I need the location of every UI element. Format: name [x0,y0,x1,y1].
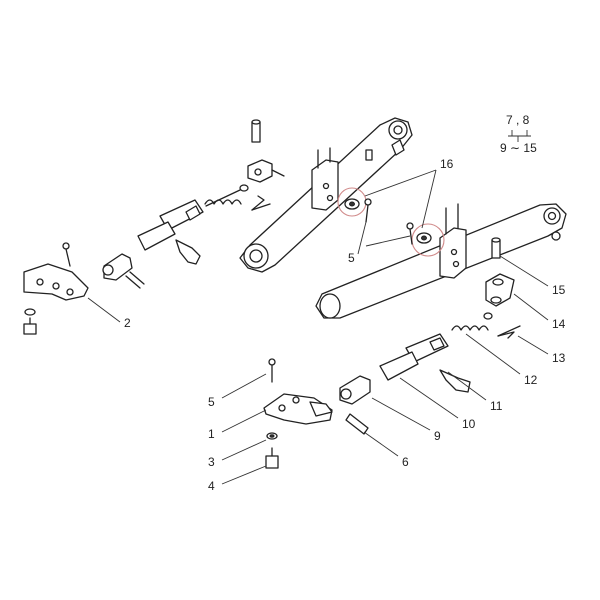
callout-numbers: 2 16 5 15 14 13 12 11 10 9 6 5 1 3 4 [124,157,566,493]
right-turnbuckle-handle [439,369,471,393]
callout-10: 10 [462,417,476,431]
top-pin [251,119,261,143]
group-legend-bottom: 9 ∼ 15 [500,141,537,155]
callout-5-lower: 5 [208,395,215,409]
callout-11: 11 [490,399,503,413]
left-yoke [102,253,145,289]
left-bolt [23,317,37,335]
left-washer [24,308,36,316]
top-clevis [247,159,285,183]
right-turnbuckle-spring [451,312,493,331]
right-clevis [485,273,515,307]
left-turnbuckle-sleeve [137,199,204,251]
callout-12: 12 [524,373,538,387]
lower-washer [266,432,278,440]
leader-lines [87,169,549,485]
left-arm-bracket [311,147,339,211]
right-arm-pin-washer [411,223,445,257]
callout-2: 2 [124,316,131,330]
callout-16: 16 [440,157,454,171]
callout-13: 13 [552,351,566,365]
right-arm-bracket [439,203,467,279]
right-arm-split-pin [406,222,414,245]
callout-9: 9 [434,429,441,443]
left-small-split-pin [62,242,71,267]
left-mounting-bracket [23,263,89,301]
callout-14: 14 [552,317,566,331]
right-top-pin [491,237,501,259]
callout-1: 1 [208,427,215,441]
right-yoke [339,375,371,405]
callout-4: 4 [208,479,215,493]
right-split-pin [497,325,521,339]
left-turnbuckle-handle [175,239,201,265]
group-legend-top: 7 , 8 [506,113,530,127]
lower-mounting-bracket [263,393,333,425]
top-split-pin [251,195,271,211]
callout-15: 15 [552,283,566,297]
right-turnbuckle-sleeve [379,333,449,381]
left-turnbuckle-spring [204,184,249,207]
lower-split-pin [268,358,276,383]
callout-6: 6 [402,455,409,469]
right-yoke-pin [345,413,369,435]
callout-3: 3 [208,455,215,469]
lower-bolt [265,447,279,469]
left-arm-split-pin [364,198,372,223]
callout-5-upper: 5 [348,251,355,265]
group-legend: 7 , 8 9 ∼ 15 [500,113,537,155]
